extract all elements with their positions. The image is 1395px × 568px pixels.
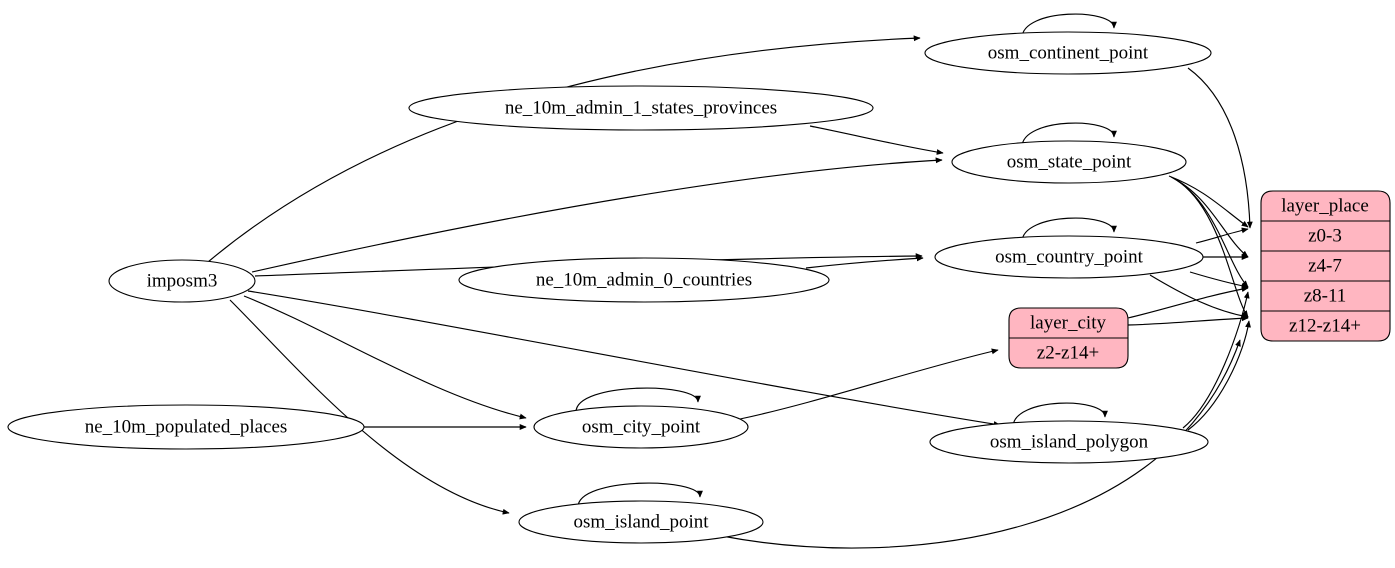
edge-imposm3-to-osm_island_polygon: [247, 290, 1001, 427]
edge-osm_island_point-to-layer_place-z12-z14: [721, 339, 1241, 549]
edge-imposm3-to-osm_city_point: [243, 295, 527, 420]
node-osm_island_point-label: osm_island_point: [573, 511, 709, 532]
layer_city-row-z2-z14-label: z2-z14+: [1037, 342, 1099, 363]
node-osm_continent_point-label: osm_continent_point: [988, 42, 1149, 63]
layer_place-row-z12-z14-label: z12-z14+: [1289, 315, 1361, 336]
edge-layer_city-to-layer_place-z8-11: [1127, 286, 1249, 319]
edge-osm_country_point-to-layer_place-z12-z14: [1149, 274, 1249, 319]
ellipse-node-layer: imposm3 ne_10m_admin_1_states_provinces …: [7, 31, 1212, 544]
edge-imposm3-to-osm_state_point: [251, 157, 943, 273]
edge-ne_states-to-osm_state_point: [809, 125, 944, 155]
layer_place-row-z4-7-label: z4-7: [1308, 255, 1342, 276]
edge-osm_island_polygon-to-layer_place-z8-11: [1182, 291, 1250, 429]
edge-osm_island_polygon-to-layer_place-z12-z14: [1187, 320, 1251, 431]
node-osm_city_point-label: osm_city_point: [582, 416, 701, 437]
edge-osm_state_point-to-layer_place-z0-3: [1168, 175, 1249, 228]
node-osm_country_point-label: osm_country_point: [995, 246, 1143, 267]
edge-layer: [207, 13, 1253, 549]
edge-self-loop-osm_island_polygon: [1012, 402, 1108, 428]
node-osm_state_point[interactable]: osm_state_point: [951, 140, 1187, 184]
layer_place-body: [1260, 190, 1391, 342]
edge-self-loop-osm_state_point: [1021, 122, 1117, 148]
edge-self-loop-osm_island_point: [577, 482, 703, 508]
node-osm_city_point[interactable]: osm_city_point: [533, 405, 749, 449]
node-osm_island_polygon-label: osm_island_polygon: [990, 431, 1149, 452]
edge-ne_countries-to-osm_country_point: [805, 255, 924, 269]
edge-osm_state_point-to-layer_place-z12-z14: [1174, 178, 1249, 318]
node-layer_city[interactable]: layer_city z2-z14+: [1008, 307, 1129, 369]
edge-self-loop-osm_country_point: [1021, 217, 1117, 243]
node-layer_place[interactable]: layer_place z0-3 z4-7 z8-11 z12-z14+: [1260, 190, 1391, 342]
node-ne_10m_admin_0_countries-label: ne_10m_admin_0_countries: [536, 269, 752, 290]
node-osm_country_point[interactable]: osm_country_point: [934, 235, 1204, 279]
node-ne_10m_populated_places-label: ne_10m_populated_places: [85, 416, 288, 437]
node-osm_island_polygon[interactable]: osm_island_polygon: [929, 420, 1209, 464]
edge-osm_city_point-to-layer_city-z2-z14: [739, 348, 999, 420]
edge-imposm3-to-osm_island_point: [229, 299, 510, 515]
node-osm_state_point-label: osm_state_point: [1007, 151, 1132, 172]
layer_place-header-label: layer_place: [1281, 195, 1369, 216]
edge-self-loop-osm_continent_point: [1021, 13, 1117, 39]
node-ne_10m_populated_places[interactable]: ne_10m_populated_places: [7, 404, 365, 450]
edge-self-loop-osm_city_point: [575, 387, 701, 413]
node-imposm3-label: imposm3: [147, 270, 218, 291]
edge-imposm3-to-osm_continent_point: [207, 35, 921, 263]
node-imposm3[interactable]: imposm3: [108, 259, 256, 303]
edge-osm_country_point-to-layer_place-z0-3: [1195, 227, 1249, 244]
node-ne_10m_admin_0_countries[interactable]: ne_10m_admin_0_countries: [458, 257, 830, 303]
layer_place-row-z8-11-label: z8-11: [1304, 285, 1347, 306]
layer_city-header-label: layer_city: [1030, 312, 1106, 333]
record-node-layer: layer_place z0-3 z4-7 z8-11 z12-z14+ lay…: [1008, 190, 1391, 369]
edge-osm_country_point-to-layer_place-z8-11: [1189, 271, 1249, 289]
edge-layer_city-to-layer_place-z12-z14: [1127, 315, 1249, 326]
edge-osm_state_point-to-layer_place-z8-11: [1172, 177, 1249, 288]
node-osm_island_point[interactable]: osm_island_point: [518, 500, 764, 544]
node-ne_10m_admin_1_states_provinces[interactable]: ne_10m_admin_1_states_provinces: [408, 85, 874, 131]
edge-osm_continent_point-to-layer_place-z0-3: [1187, 67, 1253, 229]
node-ne_10m_admin_1_states_provinces-label: ne_10m_admin_1_states_provinces: [505, 97, 777, 118]
layer_place-row-z0-3-label: z0-3: [1308, 225, 1342, 246]
node-osm_continent_point[interactable]: osm_continent_point: [924, 31, 1212, 75]
